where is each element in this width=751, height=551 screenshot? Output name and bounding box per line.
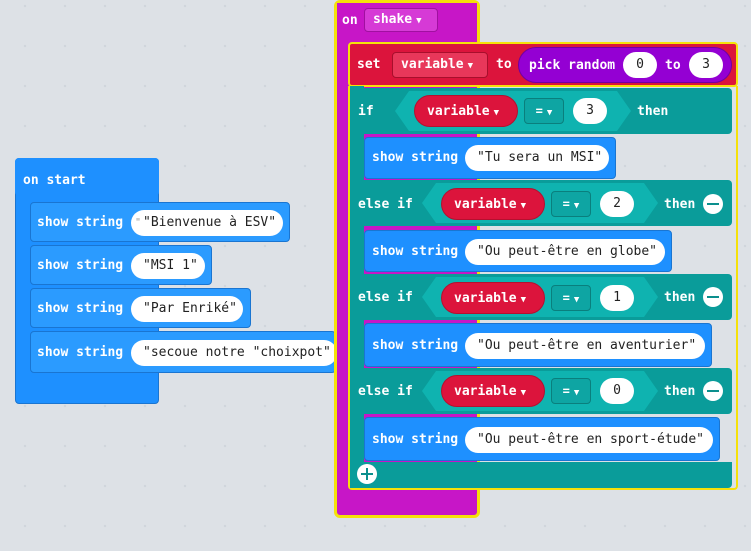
add-branch-icon[interactable] [357, 464, 377, 484]
variable-dropdown[interactable]: variable▼ [441, 282, 545, 314]
to-label: to [496, 57, 512, 72]
set-label: set [357, 57, 381, 72]
on-label: on [342, 13, 358, 28]
then-label: then [664, 290, 696, 305]
show-string-block-elseif-2[interactable]: show string "Ou peut-être en aventurier" [364, 323, 712, 367]
remove-branch-icon[interactable] [703, 194, 723, 214]
show-string-label: show string [37, 215, 124, 230]
show-string-label: show string [37, 301, 124, 316]
chevron-down-icon: ▼ [467, 61, 474, 71]
show-string-block-if[interactable]: show string "Tu sera un MSI" [364, 137, 616, 179]
variable-dropdown[interactable]: variable▼ [441, 188, 545, 220]
show-string-block-3[interactable]: show string "Par Enriké" [30, 288, 251, 328]
else-if-label: else if [358, 384, 413, 399]
variable-dropdown[interactable]: variable▼ [392, 52, 488, 78]
remove-branch-icon[interactable] [703, 287, 723, 307]
pick-random-block[interactable]: pick random 0 to 3 [518, 47, 732, 83]
chevron-down-icon: ▼ [573, 201, 580, 211]
operator-dropdown[interactable]: =▼ [551, 191, 591, 217]
string-input[interactable]: "Ou peut-être en sport-étude" [465, 427, 713, 453]
operator-dropdown[interactable]: =▼ [524, 98, 564, 124]
compare-value-input[interactable]: 0 [600, 378, 634, 404]
show-string-block-2[interactable]: show string "MSI 1" [30, 245, 212, 285]
then-label: then [637, 104, 669, 119]
chevron-down-icon: ▼ [520, 201, 527, 211]
variable-dropdown[interactable]: variable▼ [441, 375, 545, 407]
string-input[interactable]: "Ou peut-être en globe" [465, 239, 665, 265]
chevron-down-icon: ▼ [493, 108, 500, 118]
variable-dropdown[interactable]: variable▼ [414, 95, 518, 127]
show-string-label: show string [37, 345, 124, 360]
if-label: if [358, 104, 374, 119]
show-string-block-1[interactable]: show string ""Bienvenue à ESV" [30, 202, 290, 242]
chevron-down-icon: ▼ [416, 16, 422, 26]
else-if-label: else if [358, 290, 413, 305]
compare-value-input[interactable]: 1 [600, 285, 634, 311]
event-dropdown[interactable]: shake▼ [364, 8, 438, 32]
else-if-label: else if [358, 197, 413, 212]
then-label: then [664, 384, 696, 399]
operator-dropdown[interactable]: =▼ [551, 378, 591, 404]
string-input[interactable]: "secoue notre "choixpot" [131, 340, 337, 366]
string-input[interactable]: "Ou peut-être en aventurier" [465, 333, 705, 359]
random-max-input[interactable]: 3 [689, 52, 723, 78]
chevron-down-icon: ▼ [520, 295, 527, 305]
show-string-block-elseif-1[interactable]: show string "Ou peut-être en globe" [364, 230, 672, 272]
show-string-label: show string [372, 150, 459, 165]
show-string-block-4[interactable]: show string "secoue notre "choixpot" [30, 331, 337, 373]
string-input[interactable]: "Par Enriké" [131, 296, 243, 322]
compare-value-input[interactable]: 2 [600, 191, 634, 217]
chevron-down-icon: ▼ [520, 388, 527, 398]
string-input[interactable]: "Tu sera un MSI" [465, 145, 609, 171]
remove-branch-icon[interactable] [703, 381, 723, 401]
set-variable-block[interactable]: set variable▼ to pick random 0 to 3 [348, 42, 738, 87]
on-start-label: on start [23, 173, 86, 188]
pick-random-label: pick random [529, 58, 616, 73]
show-string-block-elseif-3[interactable]: show string "Ou peut-être en sport-étude… [364, 417, 720, 461]
string-input[interactable]: "MSI 1" [131, 253, 205, 279]
chevron-down-icon: ▼ [546, 108, 553, 118]
random-to-label: to [665, 58, 681, 73]
compare-value-input[interactable]: 3 [573, 98, 607, 124]
chevron-down-icon: ▼ [573, 295, 580, 305]
random-min-input[interactable]: 0 [623, 52, 657, 78]
show-string-label: show string [372, 432, 459, 447]
show-string-label: show string [37, 258, 124, 273]
string-input[interactable]: ""Bienvenue à ESV" [131, 210, 283, 236]
show-string-label: show string [372, 338, 459, 353]
then-label: then [664, 197, 696, 212]
chevron-down-icon: ▼ [573, 388, 580, 398]
operator-dropdown[interactable]: =▼ [551, 285, 591, 311]
show-string-label: show string [372, 244, 459, 259]
